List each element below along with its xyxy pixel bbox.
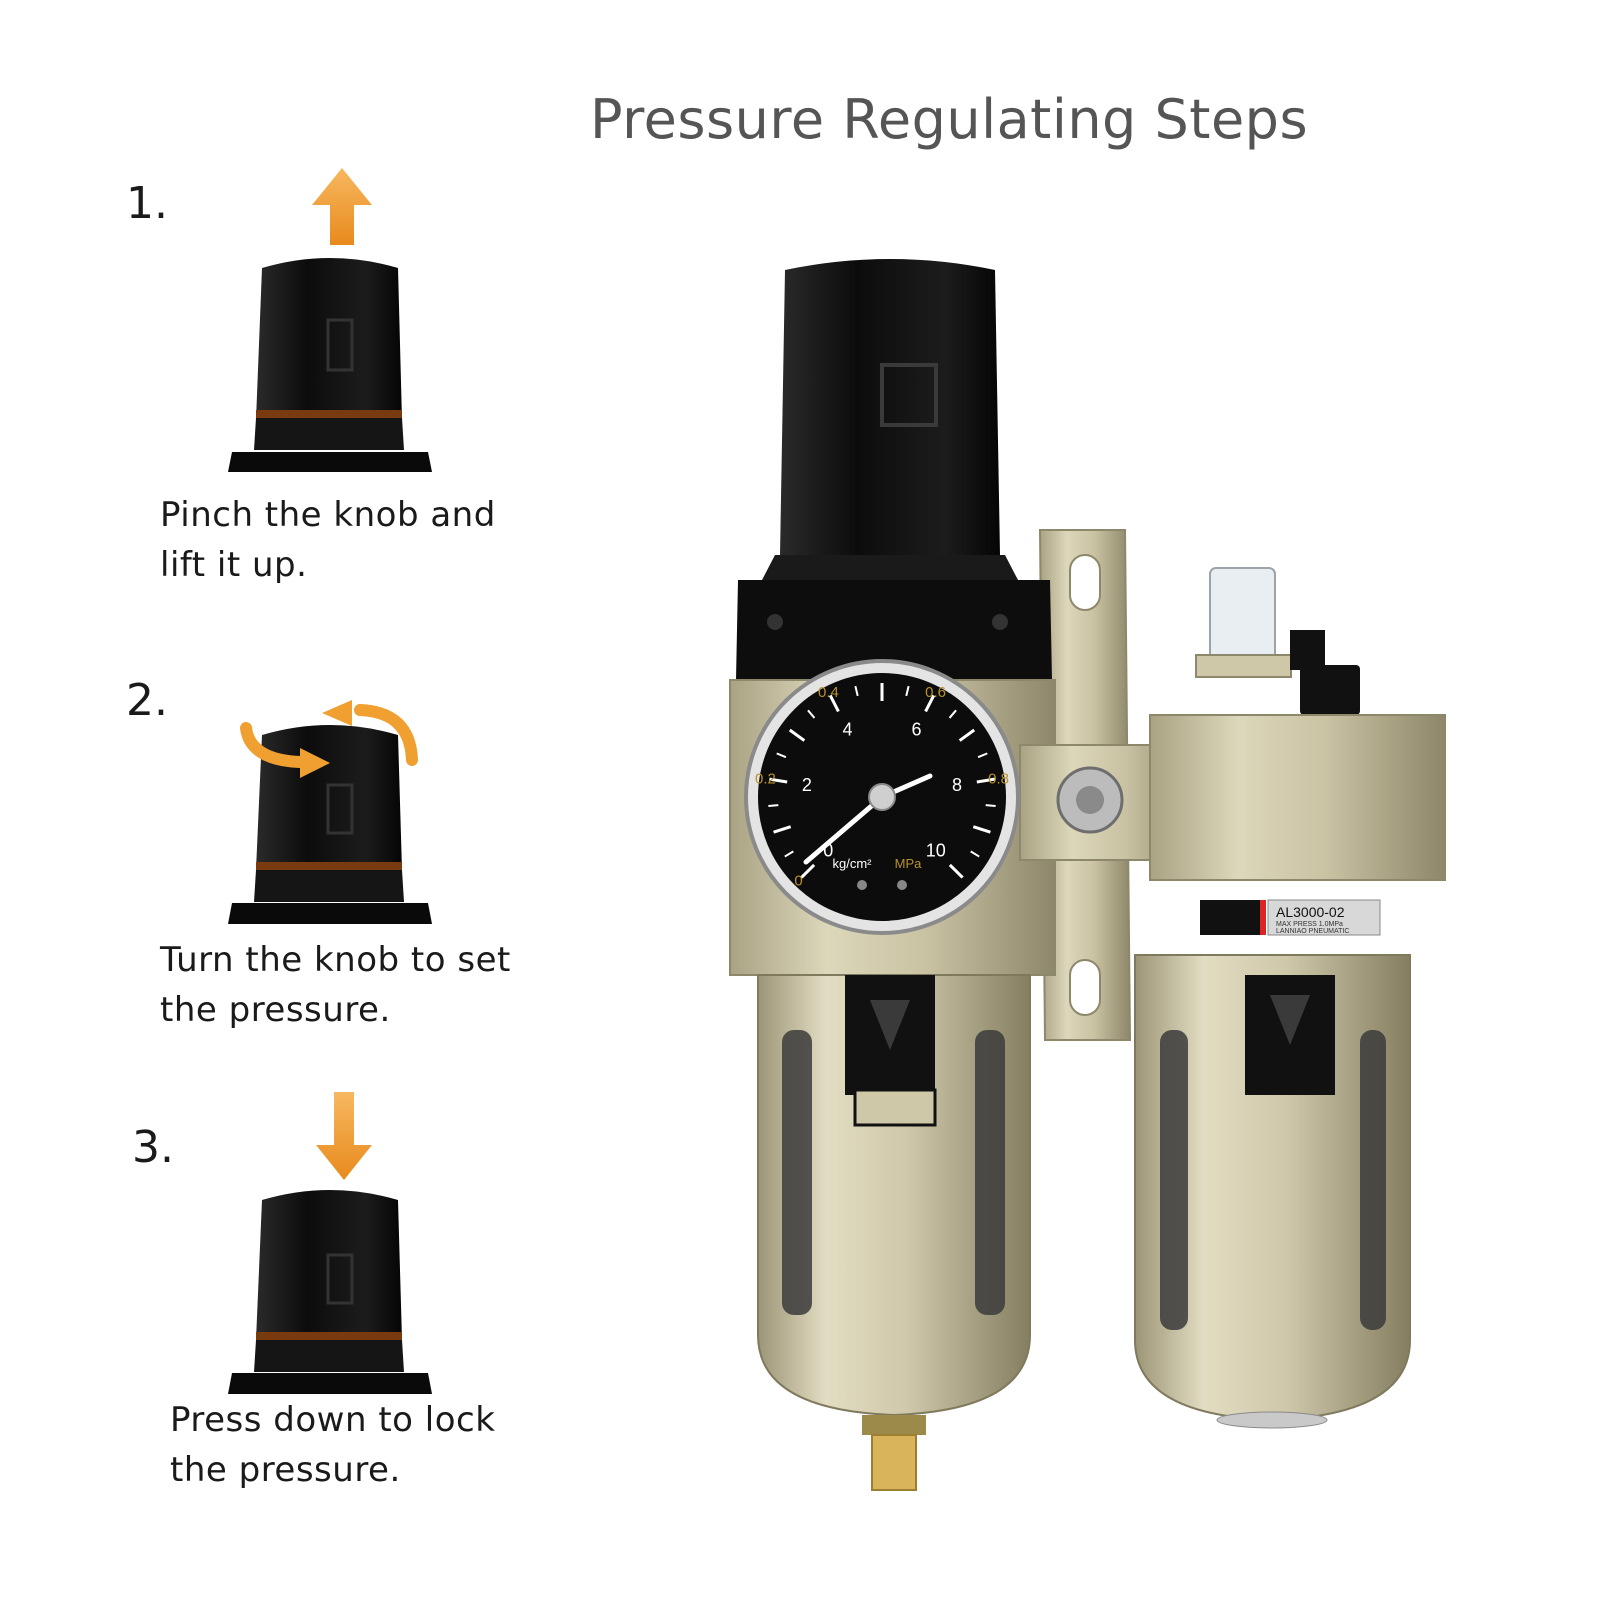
filter-regulator-lubricator-image: AL3000-02 MAX PRESS 1.0MPa LANNIAO PNEUM… (729, 259, 1446, 1491)
down-arrow-icon (316, 1092, 372, 1180)
gauge-tick (985, 804, 996, 807)
gauge-unit-kg: kg/cm² (833, 856, 873, 871)
gauge-label: 4 (842, 719, 852, 739)
gauge-tick (924, 694, 936, 713)
gauge-tick (773, 825, 792, 834)
step-1-number: 1. (126, 178, 168, 229)
lubricator-top (1149, 567, 1446, 881)
gauge-tick (905, 685, 910, 697)
filter-bowl (757, 974, 1031, 1417)
step-2-line-1: Turn the knob to set (160, 940, 511, 980)
gauge-tick (807, 709, 816, 719)
step-3-text: Press down to lock the pressure. (170, 1395, 495, 1495)
step-3-knob-image (228, 1092, 432, 1394)
up-arrow-icon (312, 168, 372, 245)
gauge-unit-mpa: MPa (895, 856, 923, 871)
gauge-outer-label: 0.6 (925, 684, 946, 701)
gauge-tick (948, 709, 957, 719)
gauge-tick (768, 804, 779, 807)
step-1-line-2: lift it up. (160, 545, 308, 585)
gauge-needle (803, 794, 885, 865)
gauge-tick (800, 863, 816, 879)
gauge-tick (976, 777, 995, 784)
step-1-text: Pinch the knob and lift it up. (160, 490, 496, 590)
model-label-line-3: LANNIAO PNEUMATIC (1276, 928, 1349, 935)
page-title: Pressure Regulating Steps (590, 88, 1309, 151)
rotate-arrow-icon (240, 704, 418, 768)
gauge-outer-label: 0.2 (755, 771, 776, 788)
step-2-knob-image (228, 700, 432, 924)
gauge-label: 2 (802, 775, 812, 795)
gauge-outer-label: 0.8 (988, 771, 1009, 788)
knob-icon (228, 1190, 432, 1394)
gauge-tick (970, 850, 980, 858)
gauge-label: 0 (823, 841, 833, 861)
gauge-label: 8 (952, 775, 962, 795)
gauge-tick (784, 850, 794, 858)
step-1-line-1: Pinch the knob and (160, 495, 496, 535)
brass-drain-valve (862, 1415, 926, 1491)
step-2-number: 2. (126, 675, 168, 726)
regulator-knob (736, 259, 1052, 680)
model-label: AL3000-02 (1276, 904, 1345, 920)
gauge-tick (828, 694, 840, 713)
step-2-line-2: the pressure. (160, 990, 391, 1030)
step-3-number: 3. (132, 1122, 174, 1173)
knob-icon (228, 258, 432, 472)
gauge-outer-label: 0 (794, 872, 802, 889)
step-2-text: Turn the knob to set the pressure. (160, 935, 511, 1035)
gauge-label: 10 (926, 841, 946, 861)
gauge-tick-marks (768, 683, 996, 879)
gauge-tick (769, 777, 788, 784)
gauge-label: 6 (911, 719, 921, 739)
step-3-line-2: the pressure. (170, 1450, 401, 1490)
gauge-tick (958, 728, 976, 742)
gauge-hub (868, 783, 896, 811)
model-label-plate: AL3000-02 MAX PRESS 1.0MPa LANNIAO PNEUM… (1200, 899, 1381, 936)
step-1-knob-image (228, 168, 432, 472)
gauge-inner-labels: 0 2 4 6 8 10 (802, 719, 962, 860)
pressure-gauge: 0 2 4 6 8 10 0 0.2 0.4 0.6 0.8 kg/cm² MP… (744, 659, 1020, 935)
knob-icon (228, 725, 432, 924)
gauge-tick (977, 752, 988, 759)
gauge-tick (948, 863, 964, 879)
gauge-tick (854, 685, 859, 697)
gauge-tick (776, 752, 787, 759)
gauge-outer-label: 0.4 (818, 684, 839, 701)
gauge-tick (972, 825, 991, 834)
step-3-line-1: Press down to lock (170, 1400, 496, 1440)
model-label-line-2: MAX PRESS 1.0MPa (1276, 921, 1343, 928)
gauge-outer-labels: 0 0.2 0.4 0.6 0.8 (755, 684, 1009, 890)
gauge-tick (788, 728, 806, 742)
lubricator-bowl (1134, 954, 1411, 1429)
